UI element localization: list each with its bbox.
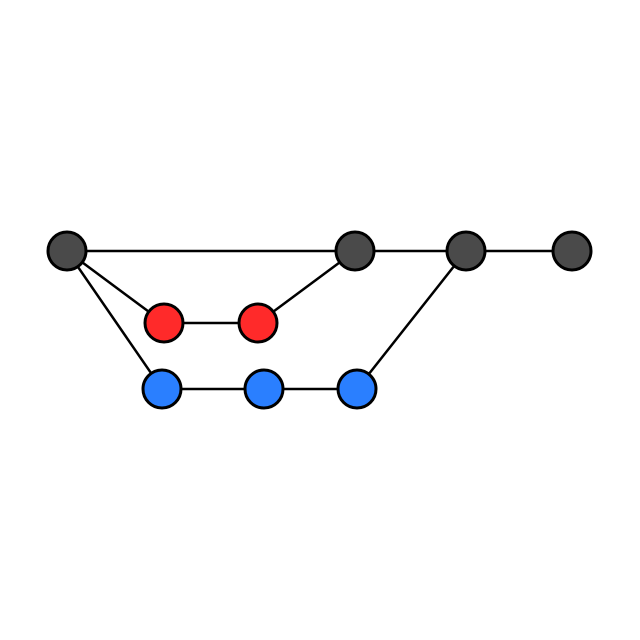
node-m4	[551, 230, 593, 272]
edge-b3-m3	[355, 249, 468, 391]
node-r1	[143, 302, 185, 344]
graph-nodes	[46, 230, 593, 410]
node-m3	[445, 230, 487, 272]
node-b3	[336, 368, 378, 410]
node-m2	[334, 230, 376, 272]
node-m1	[46, 230, 88, 272]
node-r2	[237, 302, 279, 344]
edge-m1-b1	[65, 249, 164, 391]
graph-edges	[65, 249, 574, 391]
node-b1	[141, 368, 183, 410]
node-b2	[243, 368, 285, 410]
